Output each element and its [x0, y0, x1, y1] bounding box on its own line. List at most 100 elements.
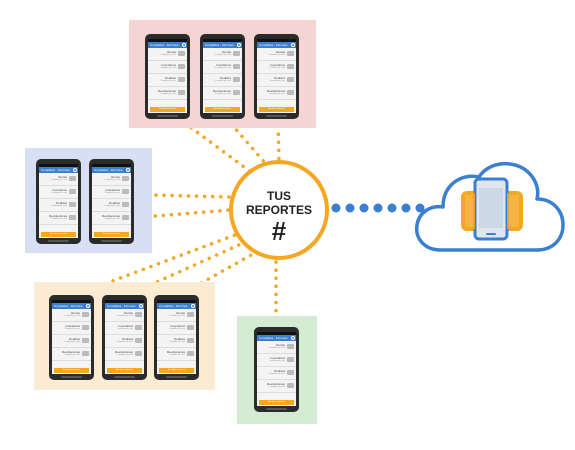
- row-action-button[interactable]: [178, 90, 185, 95]
- row-action-button[interactable]: [82, 351, 89, 356]
- row-action-button[interactable]: [82, 338, 89, 343]
- cloud-icon: [414, 161, 565, 252]
- update-reports-button[interactable]: Actualizar informes: [107, 368, 142, 373]
- add-icon[interactable]: [191, 304, 195, 308]
- row-action-button[interactable]: [178, 51, 185, 56]
- update-reports-button[interactable]: Actualizar informes: [41, 232, 76, 237]
- row-action-button[interactable]: [287, 357, 294, 362]
- cloud-link-dot: [373, 203, 383, 213]
- row-action-button[interactable]: [69, 189, 76, 194]
- row-action-button[interactable]: [135, 312, 142, 317]
- add-icon[interactable]: [126, 168, 130, 172]
- row-action-button[interactable]: [187, 325, 194, 330]
- row-action-button[interactable]: [287, 51, 294, 56]
- row-action-button[interactable]: [69, 202, 76, 207]
- update-reports-button[interactable]: Actualizar informes: [150, 107, 185, 112]
- add-icon[interactable]: [182, 43, 186, 47]
- add-icon[interactable]: [237, 43, 241, 47]
- row-action-button[interactable]: [187, 351, 194, 356]
- row-action-button[interactable]: [233, 64, 240, 69]
- row-action-button[interactable]: [122, 176, 129, 181]
- update-reports-button[interactable]: Actualizar informes: [94, 232, 129, 237]
- row-action-button[interactable]: [135, 325, 142, 330]
- update-reports-button[interactable]: Actualizar informes: [259, 400, 294, 405]
- row-action-button[interactable]: [287, 90, 294, 95]
- row-action-button[interactable]: [287, 64, 294, 69]
- update-reports-button[interactable]: Actualizar informes: [205, 107, 240, 112]
- row-action-button[interactable]: [69, 176, 76, 181]
- row-action-button[interactable]: [122, 189, 129, 194]
- add-icon[interactable]: [291, 43, 295, 47]
- add-icon[interactable]: [291, 336, 295, 340]
- row-action-button[interactable]: [135, 351, 142, 356]
- list-item-label: Ventas: [123, 311, 133, 315]
- row-action-button[interactable]: [233, 77, 240, 82]
- update-reports-button[interactable]: Actualizar informes: [54, 368, 89, 373]
- list-item-sub: Cumplido por mes: [116, 341, 133, 343]
- row-action-button[interactable]: [287, 370, 294, 375]
- add-icon[interactable]: [86, 304, 90, 308]
- row-action-button[interactable]: [187, 338, 194, 343]
- update-reports-button[interactable]: Actualizar informes: [259, 107, 294, 112]
- row-action-button[interactable]: [178, 77, 185, 82]
- row-action-button[interactable]: [82, 312, 89, 317]
- row-action-button[interactable]: [82, 325, 89, 330]
- row-action-button[interactable]: [233, 90, 240, 95]
- row-action-button[interactable]: [233, 51, 240, 56]
- list-item-sub: Cumplido por mes: [159, 54, 176, 56]
- row-action-button[interactable]: [287, 383, 294, 388]
- add-icon[interactable]: [73, 168, 77, 172]
- add-icon[interactable]: [139, 304, 143, 308]
- cloud-link-dots: [331, 203, 425, 213]
- status-bar: [203, 39, 242, 42]
- row-action-button[interactable]: [287, 77, 294, 82]
- row-action-button[interactable]: [178, 64, 185, 69]
- row-action-button[interactable]: [122, 202, 129, 207]
- row-action-button[interactable]: [135, 338, 142, 343]
- row-action-button[interactable]: [187, 312, 194, 317]
- row-action-button[interactable]: [287, 344, 294, 349]
- update-reports-button[interactable]: Actualizar informes: [159, 368, 194, 373]
- row-action-button[interactable]: [69, 215, 76, 220]
- list-item-label: Ventas: [166, 50, 176, 54]
- list-item-sub: Cumplido por mes: [214, 54, 231, 56]
- row-action-button[interactable]: [122, 215, 129, 220]
